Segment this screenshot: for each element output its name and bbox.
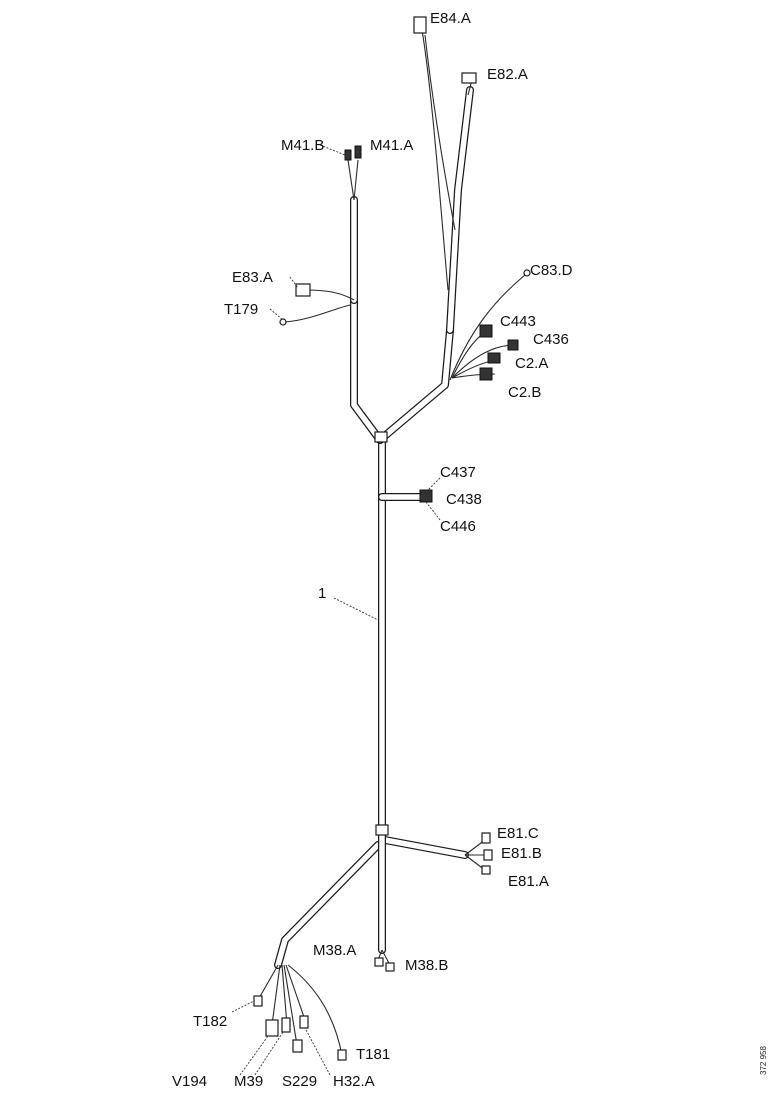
label-m39: M39: [234, 1073, 263, 1090]
connector-t182-body: [253, 995, 263, 1007]
label-s229: S229: [282, 1073, 317, 1090]
label-e82a: E82.A: [487, 66, 528, 83]
label-e84a: E84.A: [430, 10, 471, 27]
label-c2a: C2.A: [515, 355, 548, 372]
thin-wires: [257, 29, 526, 1056]
connector-t181-body: [337, 1049, 347, 1061]
label-t181: T181: [356, 1046, 390, 1063]
connector-c2a-body: [487, 352, 501, 364]
connector-m41a-body: [354, 145, 362, 159]
clip-y-junction: [374, 431, 388, 443]
connector-c443-body: [479, 324, 493, 338]
label-m38b: M38.B: [405, 957, 448, 974]
label-c436: C436: [533, 331, 569, 348]
label-c446: C446: [440, 518, 476, 535]
label-t182: T182: [193, 1013, 227, 1030]
connector-e82a-body: [461, 72, 477, 84]
connector-e81a-body: [481, 865, 491, 875]
label-e81b: E81.B: [501, 845, 542, 862]
connector-m41b-body: [344, 149, 352, 161]
connector-v194-body: [265, 1019, 279, 1037]
label-t179: T179: [224, 301, 258, 318]
connector-e83a-body: [295, 283, 311, 297]
label-h32a: H32.A: [333, 1073, 375, 1090]
connector-e81c-body: [481, 832, 491, 844]
label-c83d: C83.D: [530, 262, 573, 279]
connector-e84a-body: [413, 16, 427, 34]
harness-bundles: [274, 86, 474, 969]
connector-c2b-body: [479, 367, 493, 381]
connector-c83d-body: [523, 269, 531, 277]
connector-c438-body: [419, 489, 433, 503]
leader-lines: [231, 144, 441, 1076]
label-m41a: M41.A: [370, 137, 413, 154]
label-e81a: E81.A: [508, 873, 549, 890]
connector-t179-body: [279, 318, 287, 326]
label-c438: C438: [446, 491, 482, 508]
connector-m39-body: [281, 1017, 291, 1033]
connector-s229-body: [292, 1039, 303, 1053]
connector-m38b-body: [385, 962, 395, 972]
connector-h32a-body: [299, 1015, 309, 1029]
label-c2b: C2.B: [508, 384, 541, 401]
connector-bodies: [253, 16, 531, 1061]
connector-e81b-body: [483, 849, 493, 861]
label-m38a: M38.A: [313, 942, 356, 959]
label-c437: C437: [440, 464, 476, 481]
label-e81c: E81.C: [497, 825, 539, 842]
connector-labels: E84.A E82.A M41.B M41.A E83.A T179 C83.D…: [172, 10, 573, 1090]
clip-lower-junction: [375, 824, 389, 836]
label-m41b: M41.B: [281, 137, 324, 154]
label-item-1: 1: [318, 585, 326, 602]
label-v194: V194: [172, 1073, 207, 1090]
connector-c436-body: [507, 339, 519, 351]
document-id: 372 958: [759, 1046, 768, 1075]
label-c443: C443: [500, 313, 536, 330]
connector-m38a-body: [374, 957, 384, 967]
label-e83a: E83.A: [232, 269, 273, 286]
